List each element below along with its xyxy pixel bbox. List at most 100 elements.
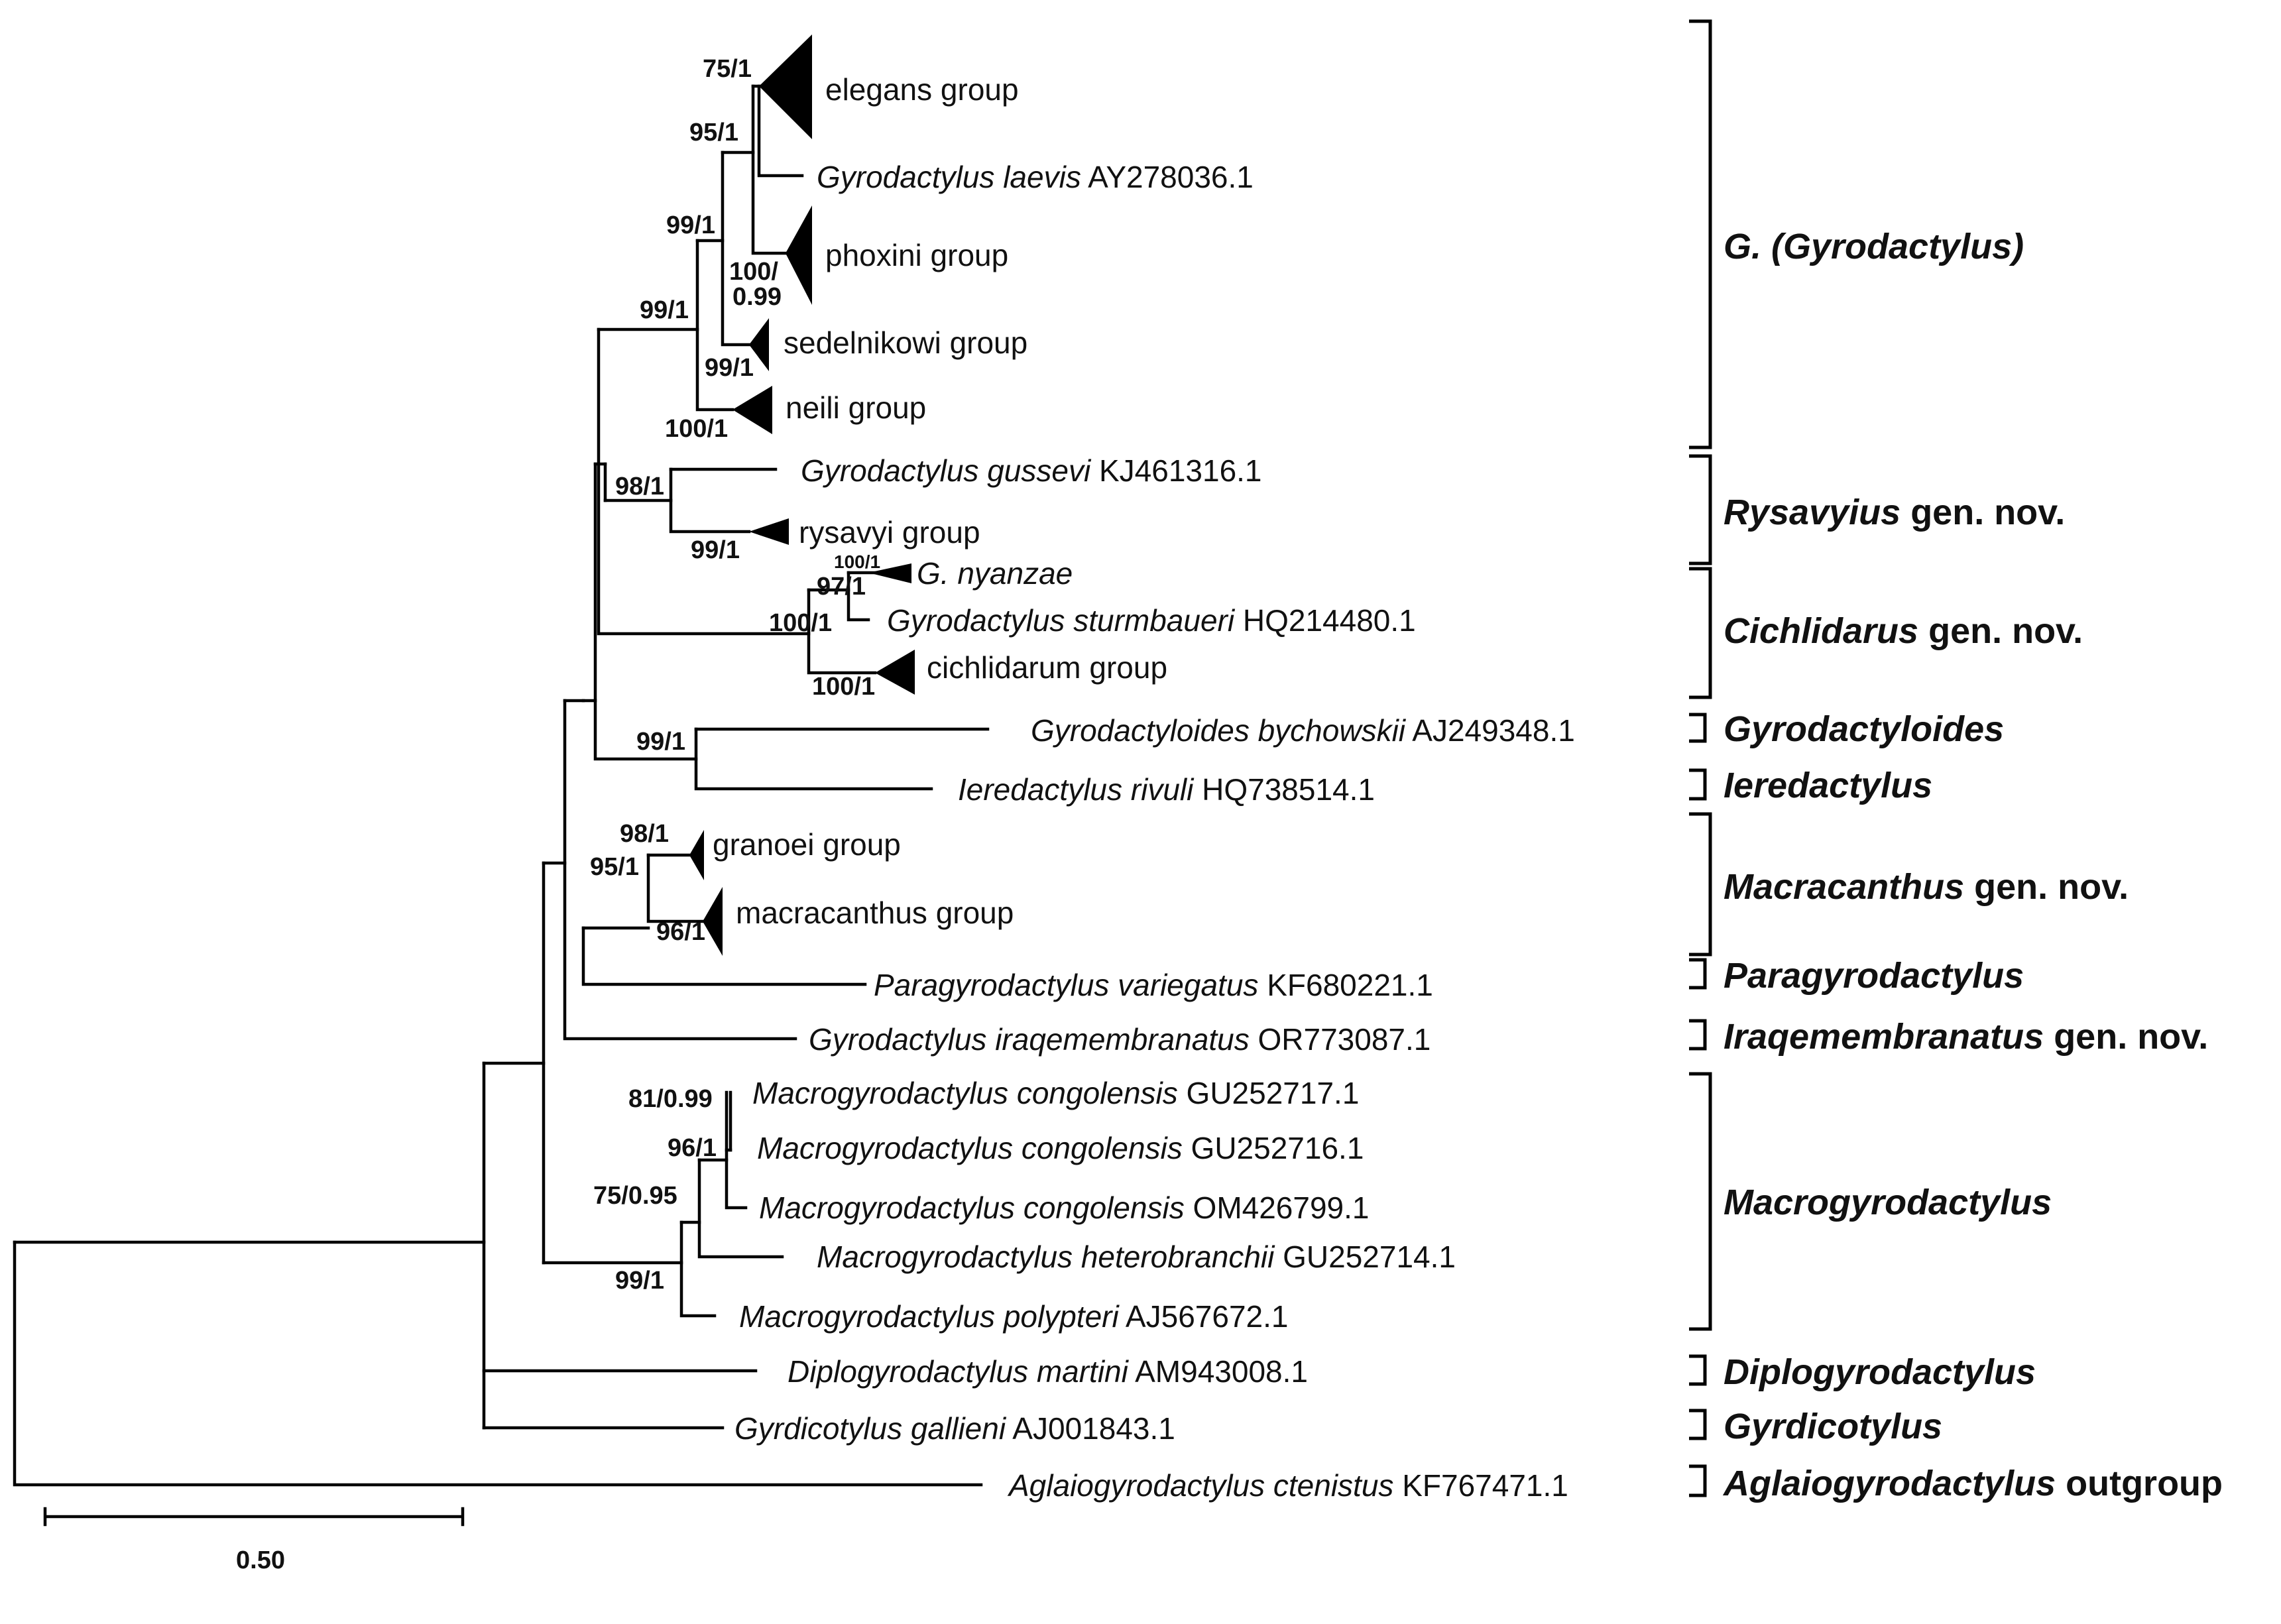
- tip-label: Gyrodactylus laevis AY278036.1: [817, 160, 1254, 194]
- clade-labels: G. (Gyrodactylus) Rysavyius gen. nov. Ci…: [1722, 227, 2223, 1503]
- bracket-diplogyrodactylus: [1689, 1354, 1707, 1386]
- tip-label: sedelnikowi group: [784, 325, 1027, 360]
- tip-label: Macrogyrodactylus congolensis GU252716.1: [757, 1131, 1364, 1165]
- branch-gyro-inner-vertical: [721, 150, 751, 347]
- tip-label: macracanthus group: [736, 896, 1014, 930]
- clade-label: Rysavyius gen. nov.: [1724, 493, 2065, 532]
- bracket-paragyrodactylus: [1689, 958, 1707, 990]
- branch-elegans-laevis-vertical: [757, 84, 804, 178]
- tip-label: Macrogyrodactylus polypteri AJ567672.1: [739, 1299, 1288, 1334]
- support-value: 100/1: [812, 673, 875, 701]
- bracket-aglaiogyrodactylus: [1689, 1464, 1707, 1497]
- triangle-cichlidarum: [875, 650, 915, 695]
- triangle-rysavyi: [749, 518, 789, 545]
- clade-label: Gyrodactyloides: [1724, 709, 2004, 749]
- clade-label: Paragyrodactylus: [1724, 956, 2024, 996]
- triangle-nyanzae: [868, 563, 911, 583]
- tip-label: Gyrodactyloides bychowskii AJ249348.1: [1031, 713, 1575, 748]
- support-value: 96/1: [668, 1134, 717, 1162]
- tip-label: cichlidarum group: [927, 650, 1167, 685]
- clade-label: Macracanthus gen. nov.: [1724, 867, 2129, 907]
- support-value: 98/1: [615, 473, 664, 500]
- support-value: 100/1: [834, 551, 880, 572]
- support-value: 99/1: [636, 728, 685, 756]
- tip-label: Gyrdicotylus gallieni AJ001843.1: [734, 1411, 1175, 1446]
- branch-macrogyro-node: [679, 1220, 717, 1318]
- tip-label: granoei group: [713, 827, 901, 862]
- tip-label: Macrogyrodactylus congolensis GU252717.1: [752, 1076, 1359, 1110]
- support-value: 95/1: [590, 853, 639, 881]
- bracket-gyrodactyloides: [1689, 713, 1707, 743]
- support-value: 97/1: [817, 573, 866, 601]
- scale-bar: 0.50: [43, 1507, 465, 1574]
- support-value: 100/1: [769, 609, 832, 637]
- branch-macracanthus-node: [646, 853, 705, 923]
- collapsed-clades: [689, 34, 915, 956]
- support-value: 75/0.95: [593, 1182, 677, 1210]
- clade-label: Aglaiogyrodactylus outgroup: [1722, 1464, 2223, 1503]
- tip-label: G. nyanzae: [917, 556, 1073, 591]
- tip-label: Gyrodactylus iraqemembranatus OR773087.1: [809, 1022, 1431, 1057]
- support-value: 99/1: [691, 536, 740, 564]
- tip-label: neili group: [786, 390, 926, 425]
- bracket-rysavyius: [1689, 454, 1712, 565]
- support-value: 98/1: [620, 820, 669, 848]
- branch-node-b-vertical: [581, 926, 867, 986]
- branch-root: [13, 1240, 983, 1487]
- triangle-sedelnikowi: [749, 318, 769, 371]
- branch-node-d-vertical: [597, 327, 811, 636]
- clade-label: Diplogyrodactylus: [1724, 1352, 2036, 1392]
- branch-ieredactylus: [694, 727, 933, 791]
- bracket-ieredactylus: [1689, 768, 1707, 801]
- clade-label: Cichlidarus gen. nov.: [1724, 611, 2083, 651]
- tip-label: Macrogyrodactylus congolensis OM426799.1: [759, 1190, 1370, 1225]
- scale-bar-line: [43, 1507, 465, 1527]
- triangle-granoei: [689, 830, 704, 880]
- support-value: 75/1: [703, 55, 752, 83]
- branch-node-c-vertical: [593, 462, 698, 761]
- clade-label: Gyrdicotylus: [1724, 1407, 1942, 1446]
- clade-label: Macrogyrodactylus: [1724, 1183, 2052, 1222]
- bracket-macracanthus: [1689, 812, 1712, 957]
- branch-elegans-phoxini-vertical: [751, 84, 788, 255]
- support-value: 99/1: [666, 211, 715, 239]
- tip-label: Paragyrodactylus variegatus KF680221.1: [874, 968, 1433, 1002]
- triangle-phoxini: [786, 205, 812, 305]
- tip-label: Gyrodactylus sturmbaueri HQ214480.1: [887, 603, 1416, 638]
- support-value: 99/1: [615, 1267, 664, 1295]
- branch-cichlidarus-node: [807, 588, 877, 675]
- support-values: 75/1 95/1 99/1 100/ 0.99 99/1 99/1 100/1…: [590, 55, 880, 1295]
- bracket-gyrodactylus: [1689, 19, 1712, 449]
- tree-branches: [13, 84, 990, 1487]
- tip-label: Gyrodactylus gussevi KJ461316.1: [801, 453, 1262, 488]
- clade-brackets: [1689, 19, 1712, 1497]
- triangle-neili: [732, 386, 772, 434]
- support-value: 99/1: [705, 354, 754, 382]
- support-value: 100/1: [665, 415, 728, 443]
- tip-label: rysavyi group: [799, 515, 980, 550]
- triangle-elegans: [759, 34, 812, 139]
- bracket-iraqemembranatus: [1689, 1019, 1707, 1051]
- tip-label: phoxini group: [825, 238, 1008, 272]
- support-value: 100/: [729, 258, 778, 286]
- tip-label: Ieredactylus rivuli HQ738514.1: [958, 772, 1375, 807]
- branch-congolensis-node: [725, 1090, 748, 1210]
- support-value: 96/1: [656, 918, 705, 946]
- support-value: 0.99: [732, 283, 782, 311]
- bracket-cichlidarus: [1689, 567, 1712, 699]
- clade-label: G. (Gyrodactylus): [1724, 227, 2024, 266]
- bracket-gyrdicotylus: [1689, 1409, 1707, 1440]
- support-value: 81/0.99: [628, 1085, 713, 1113]
- support-value: 95/1: [689, 119, 738, 146]
- bracket-macrogyrodactylus: [1689, 1072, 1712, 1331]
- triangle-macracanthus: [703, 887, 723, 956]
- tip-label: elegans group: [825, 72, 1019, 107]
- tip-label: Diplogyrodactylus martini AM943008.1: [788, 1354, 1308, 1389]
- branch-gyro-node: [695, 239, 734, 412]
- tip-label: Macrogyrodactylus heterobranchii GU25271…: [817, 1240, 1456, 1274]
- scale-bar-label: 0.50: [236, 1546, 285, 1574]
- tip-label: Aglaiogyrodactylus ctenistus KF767471.1: [1007, 1468, 1568, 1503]
- support-value: 99/1: [640, 296, 689, 324]
